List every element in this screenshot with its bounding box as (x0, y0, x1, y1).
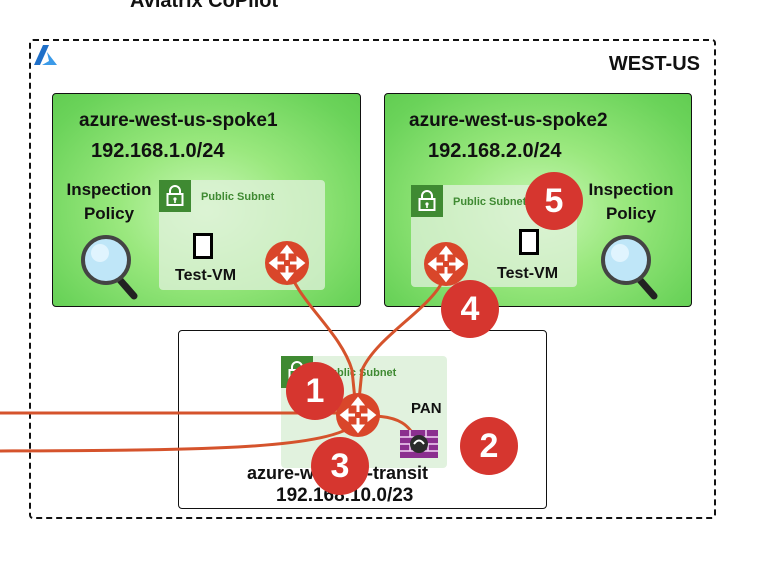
spoke1-vm-label: Test-VM (175, 267, 237, 284)
spoke2-cidr: 192.168.2.0/24 (428, 140, 562, 162)
spoke2-inspection-label: Inspection Policy (588, 180, 674, 223)
region-container: WEST-US (29, 39, 716, 519)
transit-subnet-label: Public Subnet (323, 367, 397, 379)
magnifier-icon (81, 235, 138, 300)
spoke1-subnet-label: Public Subnet (201, 191, 275, 203)
transit-cidr: 192.168.10.0/23 (276, 485, 414, 506)
spoke2-subnet-label: Public Subnet (453, 196, 527, 208)
router-icon[interactable] (265, 241, 309, 285)
step-badge-2: 2 (460, 417, 518, 475)
path-spoke2-to-transit (356, 263, 448, 411)
lock-icon (411, 185, 443, 217)
azure-icon (34, 45, 57, 65)
step-badge-5: 5 (525, 172, 583, 230)
region-label: WEST-US (608, 53, 700, 75)
firewall-icon[interactable] (400, 430, 438, 458)
test-vm-icon[interactable] (519, 229, 539, 255)
step-badge-4: 4 (441, 280, 499, 338)
lock-icon (159, 180, 191, 212)
spoke1-cidr: 192.168.1.0/24 (91, 140, 225, 162)
step-badge-1: 1 (286, 362, 344, 420)
pan-label: PAN (411, 400, 442, 417)
magnifier-icon (601, 235, 658, 300)
spoke1-inspection-label: Inspection Policy (66, 180, 152, 223)
spoke2-vm-label: Test-VM (497, 265, 559, 282)
path-ingress-line-2 (0, 420, 360, 453)
spoke1-name: azure-west-us-spoke1 (79, 110, 278, 131)
router-icon[interactable] (336, 393, 380, 437)
step-badge-3: 3 (311, 437, 369, 495)
router-icon[interactable] (424, 242, 468, 286)
page-title: Aviatrix CoPilot (130, 0, 279, 12)
test-vm-icon[interactable] (193, 233, 213, 259)
spoke1-vpc[interactable]: azure-west-us-spoke1 192.168.1.0/24 Publ… (52, 93, 361, 307)
spoke2-name: azure-west-us-spoke2 (409, 110, 608, 131)
